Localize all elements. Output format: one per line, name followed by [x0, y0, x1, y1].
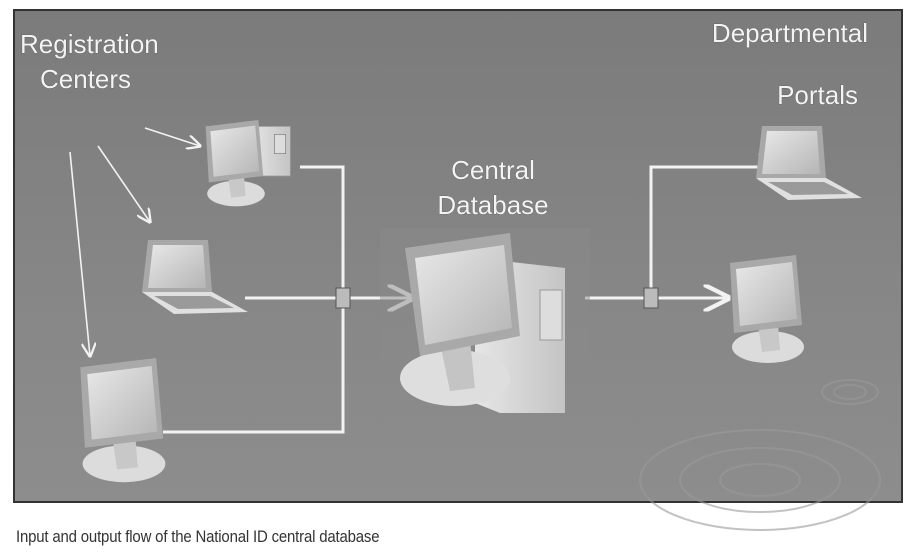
pointer-arrows: [69, 127, 200, 356]
arrow-to-desktop: [144, 127, 200, 146]
ripple-decoration: [639, 379, 881, 531]
central-database-label: Central: [451, 155, 535, 185]
registration-monitor-icon: [80, 358, 166, 483]
arrow-to-monitor: [69, 151, 90, 356]
registration-centers-label: Registration: [20, 29, 159, 59]
hub-connector-right-icon: [643, 287, 659, 309]
hub-connector-left-icon: [335, 287, 351, 309]
central-database-icon: [380, 228, 590, 413]
registration-desktop-icon: [205, 120, 291, 207]
arrow-to-laptop: [97, 145, 150, 222]
registration-centers-label-line2: Centers: [40, 64, 131, 94]
line-hub-to-laptop: [649, 167, 783, 298]
departmental-portals-label: Departmental: [712, 18, 868, 48]
portal-monitor-icon: [730, 255, 804, 363]
figure-caption: Input and output flow of the National ID…: [16, 527, 380, 546]
central-database-label-line2: Database: [437, 190, 548, 220]
departmental-portals-label-line2: Portals: [777, 80, 858, 110]
